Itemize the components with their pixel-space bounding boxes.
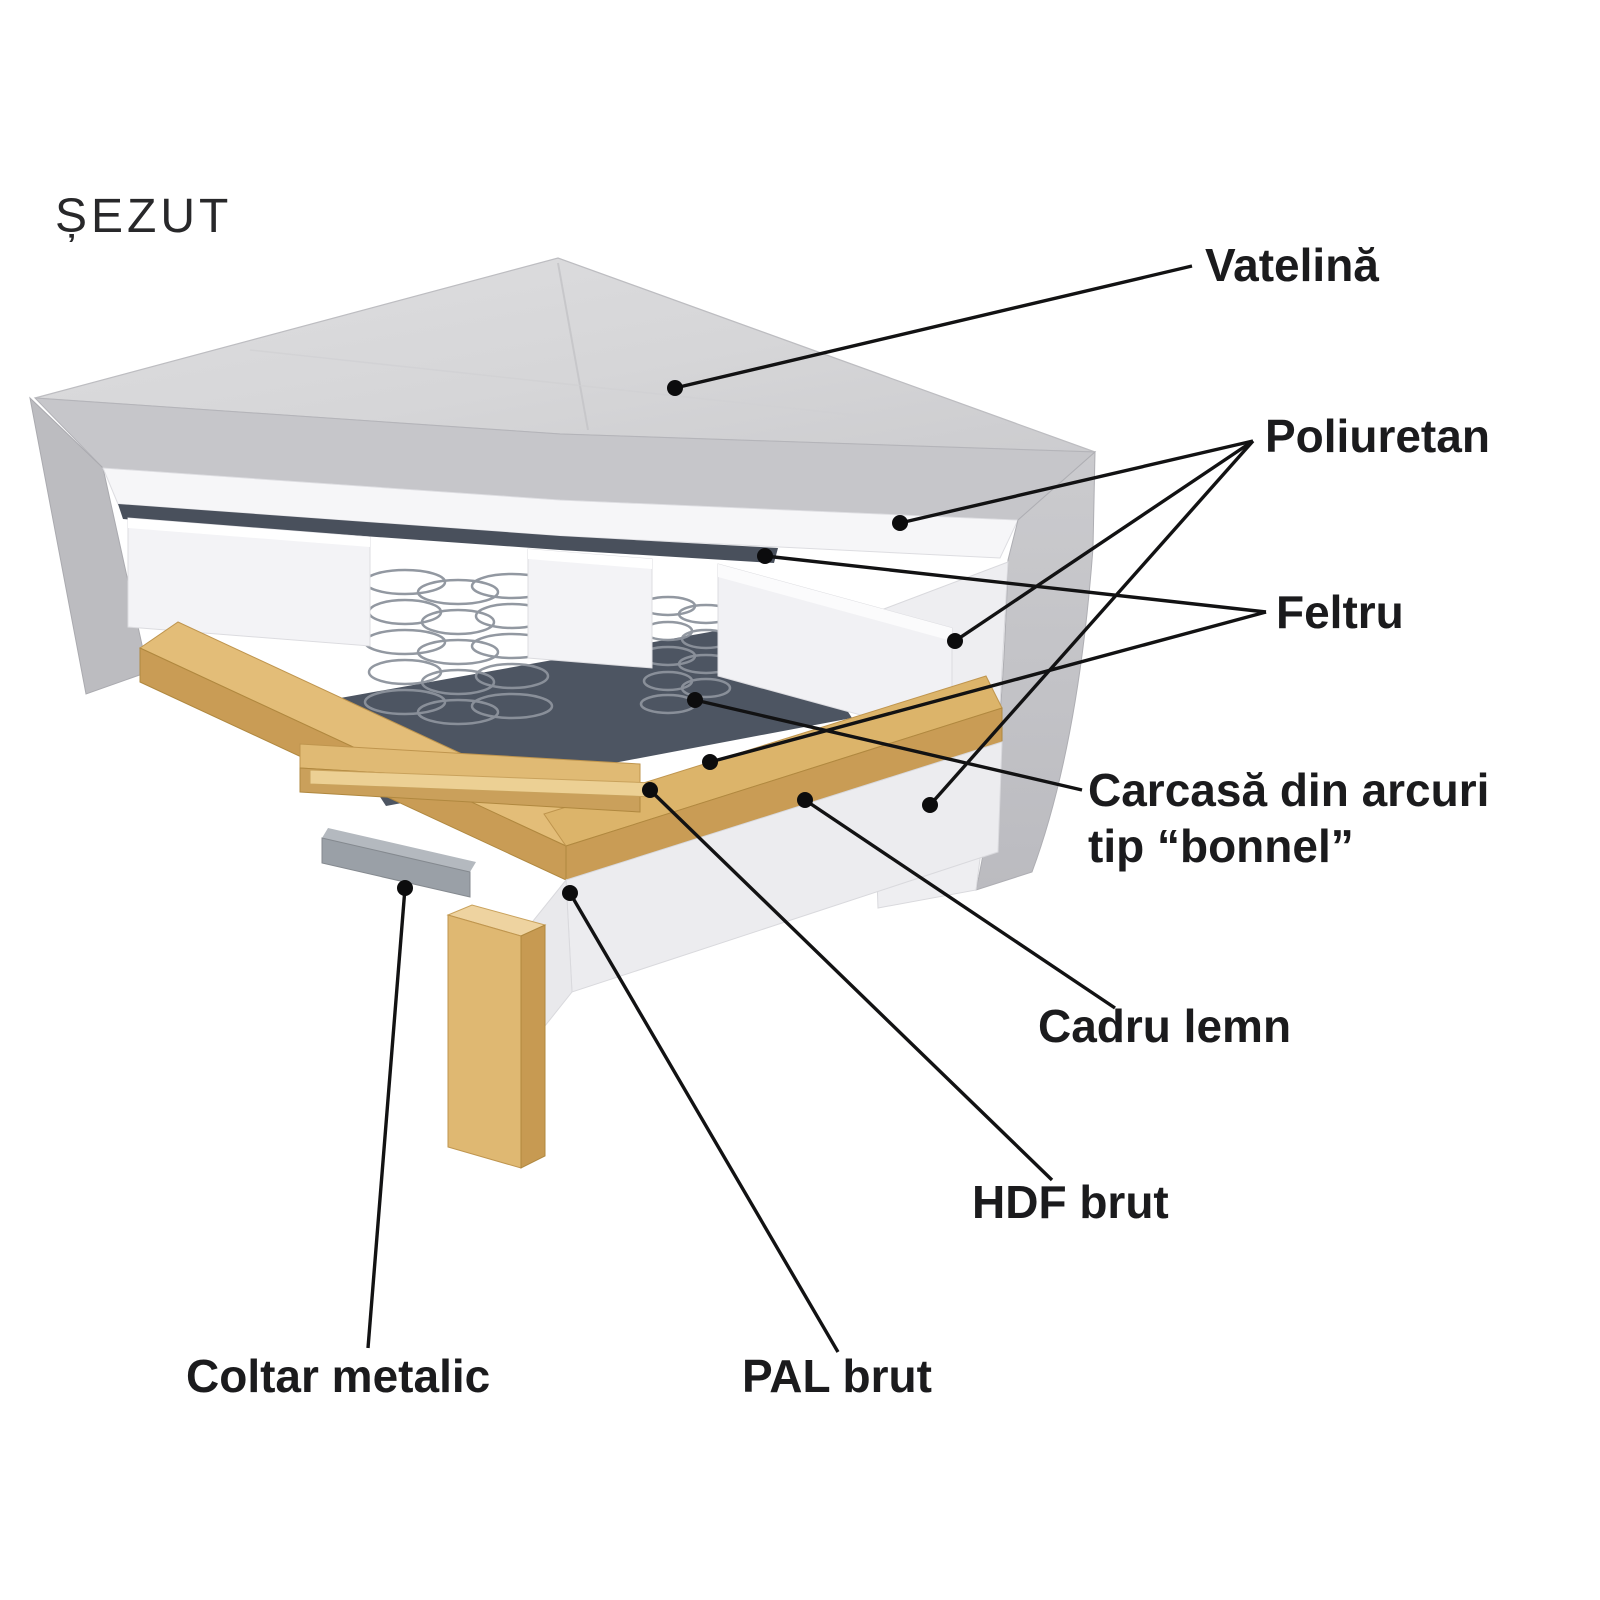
cover-fold <box>249 349 901 421</box>
metal-corner-bracket-top <box>322 828 476 872</box>
labels: ȘEZUT Vatelină Poliuretan Feltru Carcasă… <box>55 190 1490 1402</box>
label-hdf-brut: HDF brut <box>972 1176 1169 1228</box>
leader-poliuretan-3 <box>928 439 1255 807</box>
diagram-title: ȘEZUT <box>55 190 232 243</box>
leader-vatelina <box>674 264 1193 390</box>
dot-cadru-lemn <box>797 792 813 808</box>
right-side-cover <box>975 450 1096 891</box>
dot-hdf-brut <box>642 782 658 798</box>
label-vatelina: Vatelină <box>1205 239 1379 291</box>
dot-feltru-1 <box>757 548 773 564</box>
label-pal-brut: PAL brut <box>742 1350 932 1402</box>
leader-coltar-metalic <box>366 887 407 1349</box>
leader-feltru-2 <box>709 610 1267 764</box>
dot-poliuretan-1 <box>892 515 908 531</box>
label-cadru-lemn: Cadru lemn <box>1038 1000 1291 1052</box>
label-poliuretan: Poliuretan <box>1265 410 1490 462</box>
foam-block-middle-top <box>528 549 652 569</box>
label-carcasa-line2: tip “bonnel” <box>1088 820 1354 872</box>
dot-poliuretan-3 <box>922 797 938 813</box>
foam-blocks <box>127 517 953 741</box>
label-feltru: Feltru <box>1276 586 1404 638</box>
pal-plank-front <box>447 914 522 1169</box>
dot-poliuretan-2 <box>947 633 963 649</box>
leader-cadru-lemn <box>804 798 1116 1010</box>
label-coltar-metalic: Coltar metalic <box>186 1350 490 1402</box>
dot-pal-brut <box>562 885 578 901</box>
metal-corner-bracket <box>321 837 471 898</box>
leader-poliuretan-2 <box>954 439 1254 643</box>
leader-feltru-1 <box>764 554 1267 614</box>
foam-block-right-top <box>718 564 952 641</box>
wood-frame <box>138 621 1003 881</box>
leader-carcasa <box>694 698 1083 792</box>
pal-plank <box>446 904 547 1169</box>
felt-upper-layer <box>118 504 778 563</box>
sofa-seat-cutaway <box>29 257 1097 1169</box>
dot-coltar-metalic <box>397 880 413 896</box>
leader-hdf-brut <box>648 788 1054 1182</box>
pal-plank-side <box>520 924 546 1169</box>
label-carcasa-line1: Carcasă din arcuri <box>1088 764 1489 816</box>
dot-feltru-2 <box>702 754 718 770</box>
leader-poliuretan-1 <box>899 439 1254 525</box>
foam-block-left-top <box>128 518 370 547</box>
cover-seam <box>557 262 589 431</box>
callout-dots <box>397 380 963 901</box>
dot-vatelina <box>667 380 683 396</box>
callout-lines <box>366 264 1267 1353</box>
leader-pal-brut <box>568 892 840 1353</box>
dot-carcasa <box>687 692 703 708</box>
